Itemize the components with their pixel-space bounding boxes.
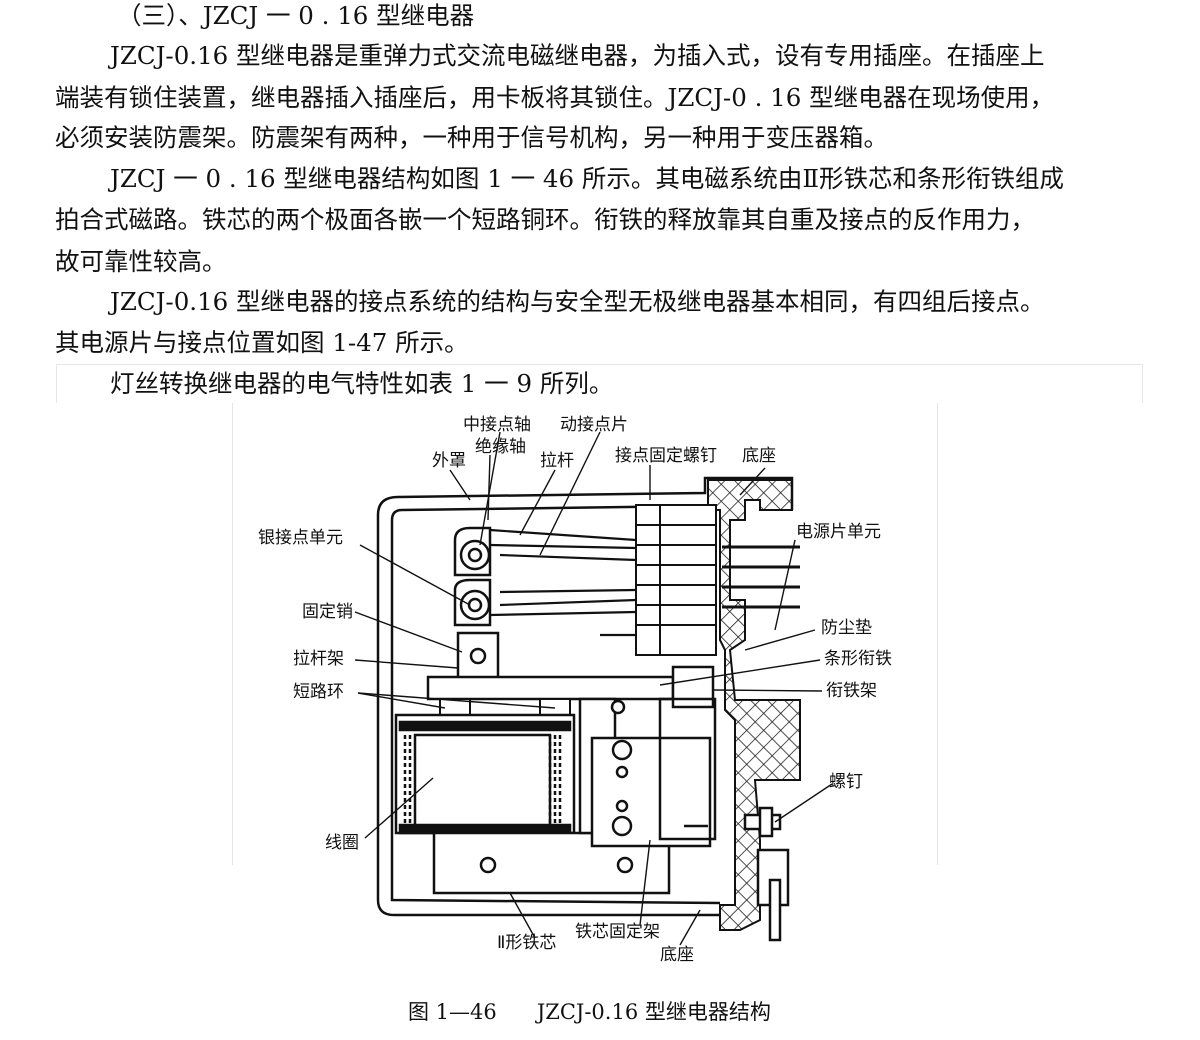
figure-caption-title: JZCJ-0.16 型继电器结构 bbox=[536, 1000, 771, 1024]
core-fixing-bracket bbox=[590, 697, 717, 848]
label-contact-fixing-screw: 接点固定螺钉 bbox=[615, 446, 717, 466]
screw bbox=[743, 806, 790, 942]
label-pull-rod-frame: 拉杆架 bbox=[293, 649, 344, 669]
pull-rod-frame bbox=[456, 631, 500, 680]
highlight-box bbox=[56, 364, 1143, 403]
label-u-shaped-core: Ⅱ形铁芯 bbox=[497, 933, 556, 953]
paragraph-line: 灯丝转换继电器的电气特性如表 1 一 9 所列。 bbox=[110, 369, 614, 398]
label-moving-contact-blade: 动接点片 bbox=[560, 415, 628, 435]
outer-cover bbox=[376, 476, 794, 917]
label-coil: 线圈 bbox=[325, 833, 359, 853]
coil bbox=[394, 713, 576, 835]
figure-caption-number: 图 1—46 bbox=[408, 1000, 497, 1024]
label-pull-rod: 拉杆 bbox=[540, 451, 574, 471]
label-silver-contact-unit: 银接点单元 bbox=[258, 528, 343, 548]
section-heading: （三）、JZCJ 一 0 . 16 型继电器 bbox=[117, 1, 475, 30]
contact-stack bbox=[635, 504, 717, 656]
paragraph-line: 故可靠性较高。 bbox=[55, 247, 227, 276]
paragraph-line: 拍合式磁路。铁芯的两个极面各嵌一个短路铜环。衔铁的释放靠其自重及接点的反作用力， bbox=[55, 205, 1035, 234]
paragraph-line: JZCJ-0.16 型继电器的接点系统的结构与安全型无极继电器基本相同，有四组后… bbox=[110, 287, 1045, 316]
silver-contact-unit bbox=[453, 526, 492, 627]
label-base-top: 底座 bbox=[742, 446, 776, 466]
label-insulating-axle: 绝缘轴 bbox=[475, 437, 526, 457]
label-screw: 螺钉 bbox=[829, 772, 863, 792]
power-pin-unit bbox=[722, 545, 800, 609]
label-armature-frame: 衔铁架 bbox=[826, 681, 877, 701]
paragraph-line: 端装有锁住装置，继电器插入插座后，用卡板将其锁住。JZCJ-0 . 16 型继电… bbox=[55, 83, 1055, 112]
label-fixing-pin: 固定销 bbox=[302, 602, 353, 622]
label-short-circuit-ring: 短路环 bbox=[293, 682, 344, 702]
paragraph-line: 其电源片与接点位置如图 1-47 所示。 bbox=[55, 328, 469, 357]
contact-springs bbox=[489, 528, 637, 637]
figure-frame bbox=[232, 403, 938, 865]
figure-labels: 中接点轴 动接点片 绝缘轴 外罩 拉杆 接点固定螺钉 底座 银接点单元 电源片单… bbox=[258, 415, 892, 965]
label-bar-armature: 条形衔铁 bbox=[824, 649, 892, 669]
label-middle-contact-axle: 中接点轴 bbox=[463, 415, 531, 435]
label-outer-cover: 外罩 bbox=[432, 451, 466, 471]
paragraph-line: JZCJ-0.16 型继电器是重弹力式交流电磁继电器，为插入式，设有专用插座。在… bbox=[110, 41, 1045, 70]
leader-lines bbox=[354, 431, 833, 946]
label-core-fixing-bracket: 铁芯固定架 bbox=[575, 922, 660, 942]
label-dust-gasket: 防尘垫 bbox=[821, 618, 872, 638]
paragraph-line: 必须安装防震架。防震架有两种，一种用于信号机构，另一种用于变压器箱。 bbox=[55, 123, 888, 152]
label-power-pin-unit: 电源片单元 bbox=[796, 522, 881, 542]
paragraph-line: JZCJ 一 0 . 16 型继电器结构如图 1 一 46 所示。其电磁系统由Ⅱ… bbox=[110, 164, 1064, 193]
figure-caption: 图 1—46 JZCJ-0.16 型继电器结构 bbox=[408, 996, 771, 1026]
label-base-bottom: 底座 bbox=[660, 945, 694, 965]
